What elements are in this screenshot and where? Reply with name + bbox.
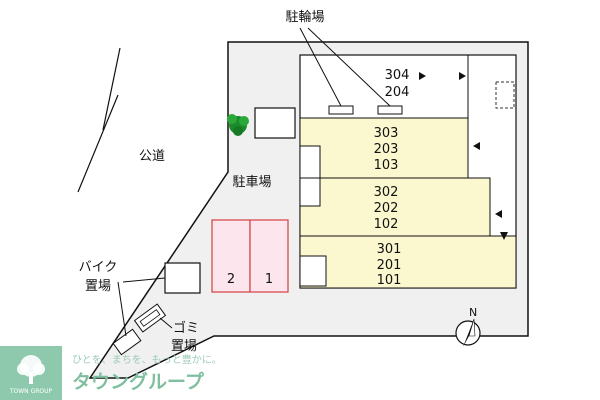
bicycle-pad [377, 105, 403, 115]
unit-number: 301 [377, 242, 402, 257]
parking-space-2 [211, 219, 251, 293]
garbage-label-1: ゴミ [173, 320, 199, 336]
arrow-right-icon [419, 72, 426, 80]
leader-line [117, 281, 127, 337]
parking-space-number: 2 [227, 272, 235, 287]
entrance-box [299, 255, 327, 287]
meter-box [254, 107, 296, 139]
public-road-label: 公道 [139, 149, 165, 164]
brand-name: タウングループ [72, 370, 205, 393]
parking-space-number: 1 [265, 272, 273, 287]
unit-block-row-b [299, 177, 491, 237]
unit-number: 101 [377, 273, 402, 288]
unit-number: 203 [374, 142, 399, 157]
arrow-right-icon [459, 72, 466, 80]
unit-number: 303 [374, 126, 399, 141]
bike-parking-label-2: 置場 [85, 279, 111, 294]
north-label: N [469, 306, 477, 319]
unit-number: 201 [377, 258, 402, 273]
leader-line [307, 27, 391, 107]
bicycle-pad [328, 105, 354, 115]
unit-block-row-a [299, 117, 469, 179]
parking-space-1 [249, 219, 289, 293]
bike-parking-box [164, 262, 201, 294]
bike-parking-label-1: バイク [79, 260, 118, 275]
road-edge-line [77, 94, 119, 193]
unit-number: 204 [385, 85, 410, 100]
arrow-left-icon [473, 142, 480, 150]
unit-number: 103 [374, 158, 399, 173]
road-edge-line [102, 47, 121, 131]
entrance-box [299, 177, 321, 207]
entrance-box [299, 145, 321, 179]
tree-icon [227, 114, 249, 136]
unit-number: 302 [374, 185, 399, 200]
arrow-down-icon [500, 232, 508, 240]
unit-number: 202 [374, 201, 399, 216]
north-compass-icon [455, 318, 481, 347]
car-parking-label: 駐車場 [232, 175, 271, 190]
arrow-left-icon [495, 210, 502, 218]
town-group-logo: TOWN GROUP [0, 346, 62, 400]
stair-dashed [495, 81, 515, 109]
brand-slogan: ひとを、まちを、もっと豊かに。 [72, 353, 222, 366]
leader-line [299, 27, 342, 107]
leader-line [122, 277, 166, 283]
unit-number: 304 [385, 68, 410, 83]
bicycle-parking-label: 駐輪場 [285, 9, 324, 25]
leader-line [159, 317, 173, 329]
logo-text: TOWN GROUP [9, 388, 53, 395]
garbage-box [133, 303, 167, 333]
garbage-box [112, 328, 142, 356]
garbage-label-2: 置場 [171, 339, 197, 354]
unit-block-row-c [299, 235, 517, 289]
unit-number: 102 [374, 217, 399, 232]
